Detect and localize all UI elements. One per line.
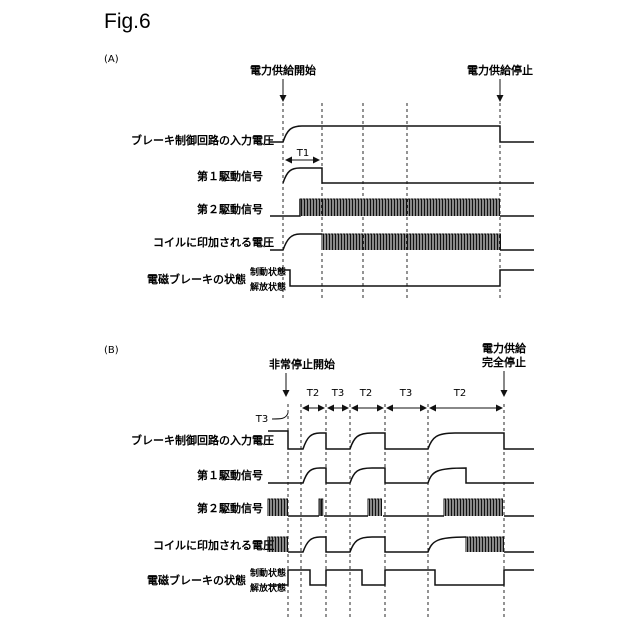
panel-a-label: (A) (104, 54, 119, 65)
interval-label-t3: T3 (331, 388, 344, 399)
complete-stop-label-2: 完全停止 (482, 355, 526, 369)
figure-title: Fig.6 (104, 10, 151, 33)
row-label-coil-voltage: コイルに印加される電圧 (153, 538, 274, 552)
panel-b: (B) 非常停止開始 電力供給 完全停止 T3 T2 T3 T2 T3 T2 ブ… (104, 341, 534, 618)
row-label-drive-signal-1: 第１駆動信号 (197, 468, 263, 482)
panel-a: (A) 電力供給開始 電力供給停止 T1 ブレーキ制御回路の入力電圧 第１駆動信… (104, 54, 534, 300)
brake-state-trace (268, 570, 534, 585)
brake-state-trace (278, 270, 534, 286)
row-label-brake-state: 電磁ブレーキの状態 (147, 272, 246, 286)
state-braking-label: 制動状態 (250, 567, 286, 579)
power-stop-label: 電力供給停止 (467, 63, 533, 77)
state-braking-label: 制動状態 (250, 266, 286, 278)
interval-label-t2: T2 (359, 388, 372, 399)
interval-label-t2: T2 (453, 388, 466, 399)
row-label-drive-signal-2: 第２駆動信号 (197, 202, 263, 216)
input-voltage-trace (270, 126, 534, 142)
input-voltage-trace (268, 431, 534, 449)
interval-label-t2: T2 (306, 388, 319, 399)
panel-b-label: (B) (104, 345, 119, 356)
drive-signal-2-pwm (300, 199, 500, 216)
power-start-label: 電力供給開始 (250, 63, 316, 77)
t1-label: T1 (296, 148, 309, 159)
drive-signal-1-trace (268, 468, 534, 483)
state-released-label: 解放状態 (250, 582, 286, 594)
interval-label-t3: T3 (255, 414, 268, 425)
complete-stop-label-1: 電力供給 (482, 341, 527, 355)
coil-voltage-pwm (322, 234, 501, 250)
row-label-input-voltage: ブレーキ制御回路の入力電圧 (131, 433, 274, 447)
row-label-input-voltage: ブレーキ制御回路の入力電圧 (131, 133, 274, 147)
row-label-drive-signal-1: 第１駆動信号 (197, 169, 263, 183)
state-released-label: 解放状態 (250, 281, 286, 293)
emergency-stop-label: 非常停止開始 (269, 357, 335, 371)
t3-leader (272, 413, 288, 419)
drive-signal-1-trace (283, 168, 534, 183)
row-label-coil-voltage: コイルに印加される電圧 (153, 235, 274, 249)
row-label-brake-state: 電磁ブレーキの状態 (147, 573, 246, 587)
interval-label-t3: T3 (399, 388, 412, 399)
row-label-drive-signal-2: 第２駆動信号 (197, 501, 263, 515)
coil-voltage-trace (270, 234, 322, 250)
drive-signal-2-trace (270, 199, 300, 216)
